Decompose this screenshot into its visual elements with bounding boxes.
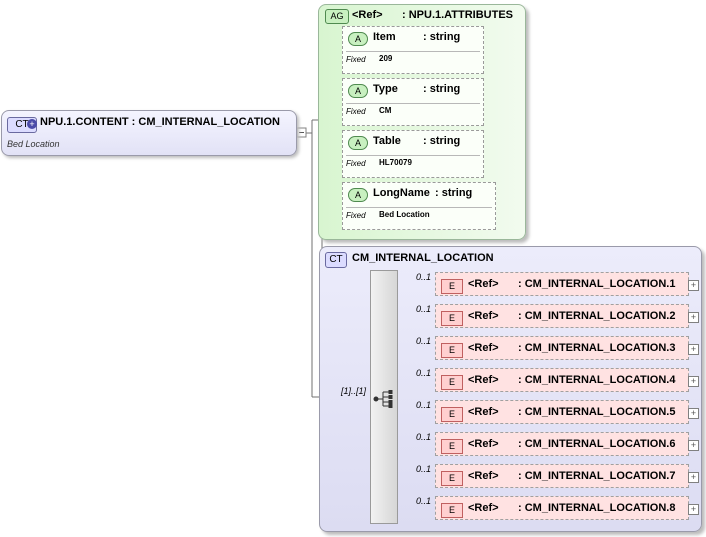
expand-plus-icon: + bbox=[27, 119, 37, 129]
element-badge: E bbox=[441, 343, 463, 358]
element-node[interactable]: E <Ref> : CM_INTERNAL_LOCATION.7 bbox=[435, 464, 689, 488]
sequence-occurrence: [1]..[1] bbox=[341, 386, 367, 396]
attribute-group-badge: AG bbox=[325, 9, 349, 24]
attribute-badge: A bbox=[348, 84, 368, 98]
attribute-type: : string bbox=[423, 83, 461, 95]
element-occurrence: 0..1 bbox=[416, 400, 432, 410]
fixed-value: Bed Location bbox=[379, 210, 430, 219]
fixed-value: 209 bbox=[379, 54, 393, 63]
element-occurrence: 0..1 bbox=[416, 432, 432, 442]
fixed-label: Fixed bbox=[346, 159, 366, 168]
attribute-separator bbox=[346, 207, 492, 208]
complex-type-name: CM_INTERNAL_LOCATION bbox=[352, 252, 494, 264]
fixed-value: CM bbox=[379, 106, 392, 115]
element-node[interactable]: E <Ref> : CM_INTERNAL_LOCATION.5 bbox=[435, 400, 689, 424]
element-occurrence: 0..1 bbox=[416, 464, 432, 474]
element-badge: E bbox=[441, 471, 463, 486]
attribute-longname[interactable]: A LongName : string Fixed Bed Location bbox=[342, 182, 496, 230]
attribute-group-ref: <Ref> bbox=[352, 9, 383, 21]
element-type: : CM_INTERNAL_LOCATION.3 bbox=[518, 342, 676, 354]
attribute-type: : string bbox=[435, 187, 473, 199]
attribute-group-name: : NPU.1.ATTRIBUTES bbox=[402, 9, 514, 21]
expand-toggle[interactable]: + bbox=[688, 440, 699, 451]
complex-type-badge: CT+ bbox=[7, 117, 37, 133]
root-complex-type-node[interactable]: CT+ NPU.1.CONTENT : CM_INTERNAL_LOCATION… bbox=[1, 110, 297, 156]
attribute-badge: A bbox=[348, 32, 368, 46]
attribute-type: : string bbox=[423, 135, 461, 147]
fixed-value: HL70079 bbox=[379, 158, 412, 167]
attribute-type: : string bbox=[423, 31, 461, 43]
element-ref: <Ref> bbox=[468, 470, 499, 482]
element-node[interactable]: E <Ref> : CM_INTERNAL_LOCATION.1 bbox=[435, 272, 689, 296]
element-type: : CM_INTERNAL_LOCATION.5 bbox=[518, 406, 676, 418]
attribute-badge: A bbox=[348, 188, 368, 202]
element-type: : CM_INTERNAL_LOCATION.8 bbox=[518, 502, 676, 514]
element-node[interactable]: E <Ref> : CM_INTERNAL_LOCATION.4 bbox=[435, 368, 689, 392]
attribute-name: Table bbox=[373, 135, 401, 147]
root-title: NPU.1.CONTENT : CM_INTERNAL_LOCATION bbox=[40, 116, 280, 128]
element-node[interactable]: E <Ref> : CM_INTERNAL_LOCATION.6 bbox=[435, 432, 689, 456]
element-badge: E bbox=[441, 311, 463, 326]
attribute-item[interactable]: A Item : string Fixed 209 bbox=[342, 26, 484, 74]
attribute-separator bbox=[346, 103, 480, 104]
element-occurrence: 0..1 bbox=[416, 304, 432, 314]
element-badge: E bbox=[441, 407, 463, 422]
expand-toggle[interactable]: + bbox=[688, 408, 699, 419]
element-badge: E bbox=[441, 439, 463, 454]
sequence-compositor[interactable] bbox=[370, 270, 398, 524]
complex-type-badge: CT bbox=[325, 252, 347, 268]
element-occurrence: 0..1 bbox=[416, 368, 432, 378]
expand-toggle[interactable]: + bbox=[688, 376, 699, 387]
element-occurrence: 0..1 bbox=[416, 496, 432, 506]
element-ref: <Ref> bbox=[468, 374, 499, 386]
expand-toggle[interactable]: + bbox=[688, 344, 699, 355]
root-subtitle: Bed Location bbox=[7, 139, 60, 149]
element-type: : CM_INTERNAL_LOCATION.1 bbox=[518, 278, 676, 290]
element-ref: <Ref> bbox=[468, 502, 499, 514]
expand-toggle[interactable]: + bbox=[688, 280, 699, 291]
attribute-name: LongName bbox=[373, 187, 430, 199]
element-type: : CM_INTERNAL_LOCATION.2 bbox=[518, 310, 676, 322]
fixed-label: Fixed bbox=[346, 55, 366, 64]
element-node[interactable]: E <Ref> : CM_INTERNAL_LOCATION.8 bbox=[435, 496, 689, 520]
attribute-badge: A bbox=[348, 136, 368, 150]
attribute-type-item[interactable]: A Type : string Fixed CM bbox=[342, 78, 484, 126]
element-ref: <Ref> bbox=[468, 438, 499, 450]
element-type: : CM_INTERNAL_LOCATION.6 bbox=[518, 438, 676, 450]
sequence-icon bbox=[373, 390, 393, 408]
attribute-name: Type bbox=[373, 83, 398, 95]
element-node[interactable]: E <Ref> : CM_INTERNAL_LOCATION.3 bbox=[435, 336, 689, 360]
expand-toggle[interactable]: + bbox=[688, 504, 699, 515]
fixed-label: Fixed bbox=[346, 211, 366, 220]
element-node[interactable]: E <Ref> : CM_INTERNAL_LOCATION.2 bbox=[435, 304, 689, 328]
fixed-label: Fixed bbox=[346, 107, 366, 116]
element-ref: <Ref> bbox=[468, 406, 499, 418]
element-ref: <Ref> bbox=[468, 342, 499, 354]
expand-toggle[interactable]: + bbox=[688, 312, 699, 323]
element-type: : CM_INTERNAL_LOCATION.7 bbox=[518, 470, 676, 482]
attribute-separator bbox=[346, 155, 480, 156]
attribute-table[interactable]: A Table : string Fixed HL70079 bbox=[342, 130, 484, 178]
element-type: : CM_INTERNAL_LOCATION.4 bbox=[518, 374, 676, 386]
element-badge: E bbox=[441, 503, 463, 518]
element-ref: <Ref> bbox=[468, 310, 499, 322]
element-occurrence: 0..1 bbox=[416, 336, 432, 346]
element-badge: E bbox=[441, 375, 463, 390]
attribute-name: Item bbox=[373, 31, 396, 43]
element-occurrence: 0..1 bbox=[416, 272, 432, 282]
element-badge: E bbox=[441, 279, 463, 294]
element-ref: <Ref> bbox=[468, 278, 499, 290]
expand-toggle[interactable]: + bbox=[688, 472, 699, 483]
attribute-separator bbox=[346, 51, 480, 52]
